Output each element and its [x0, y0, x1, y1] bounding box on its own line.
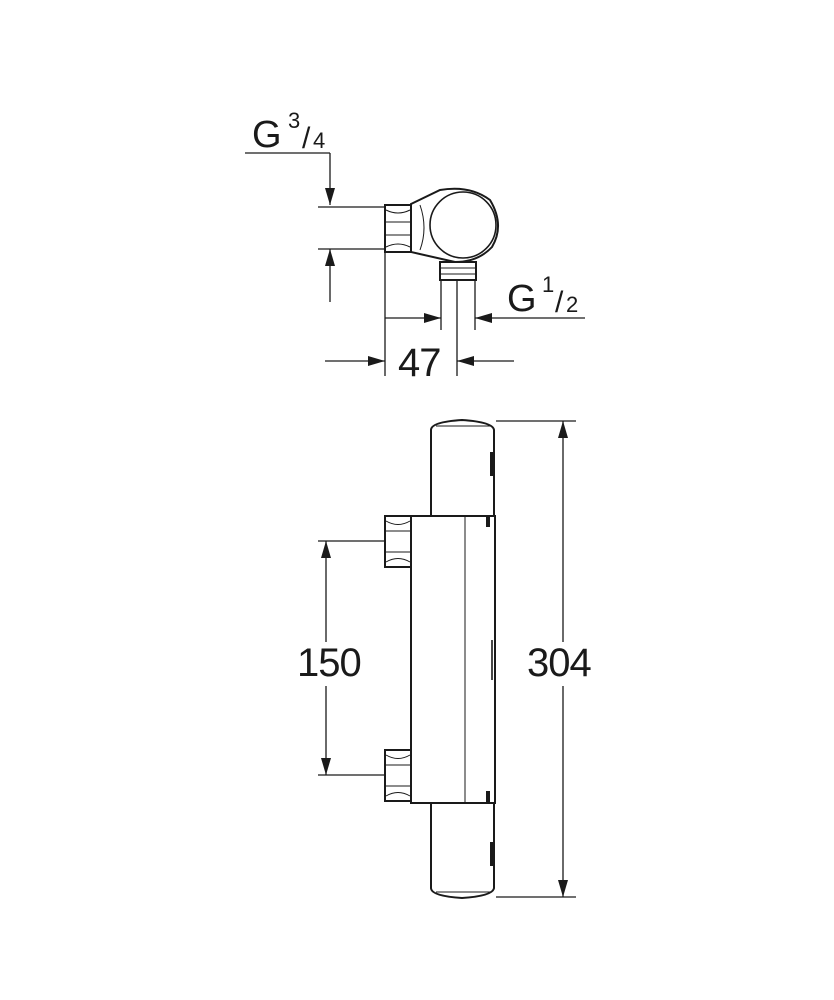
overall-length-dimension: 304 — [496, 420, 596, 898]
inlet-thread-dimension: G 3 / 4 — [245, 108, 385, 302]
depth-dimension: 47 — [325, 280, 514, 385]
inlet-spacing-dimension: 150 — [290, 540, 385, 776]
inlet-thread-denominator: 4 — [313, 128, 325, 153]
side-view: G 3 / 4 G 1 / 2 47 — [245, 108, 585, 385]
outlet-thread-numerator: 1 — [542, 272, 554, 297]
side-mixer-body — [410, 187, 499, 264]
inlet-thread-numerator: 3 — [288, 108, 300, 133]
top-handle — [430, 418, 495, 519]
depth-value: 47 — [398, 341, 441, 385]
outlet-thread-prefix: G — [507, 278, 537, 320]
outlet-thread-slash: / — [555, 286, 564, 319]
outlet-thread-denominator: 2 — [566, 292, 578, 317]
bottom-inlet-nut — [384, 749, 412, 802]
side-inlet-nut — [384, 204, 412, 253]
inlet-thread-slash: / — [302, 122, 311, 155]
outlet-thread-dimension: G 1 / 2 — [384, 252, 585, 376]
top-inlet-nut — [384, 515, 412, 568]
overall-length-value: 304 — [527, 641, 591, 685]
side-outlet-fitting — [439, 261, 477, 281]
inlet-thread-prefix: G — [252, 114, 282, 156]
inlet-spacing-value: 150 — [297, 641, 361, 685]
bottom-handle — [430, 800, 495, 900]
front-view: 150 304 — [290, 418, 596, 900]
mixer-main-body — [410, 515, 496, 804]
